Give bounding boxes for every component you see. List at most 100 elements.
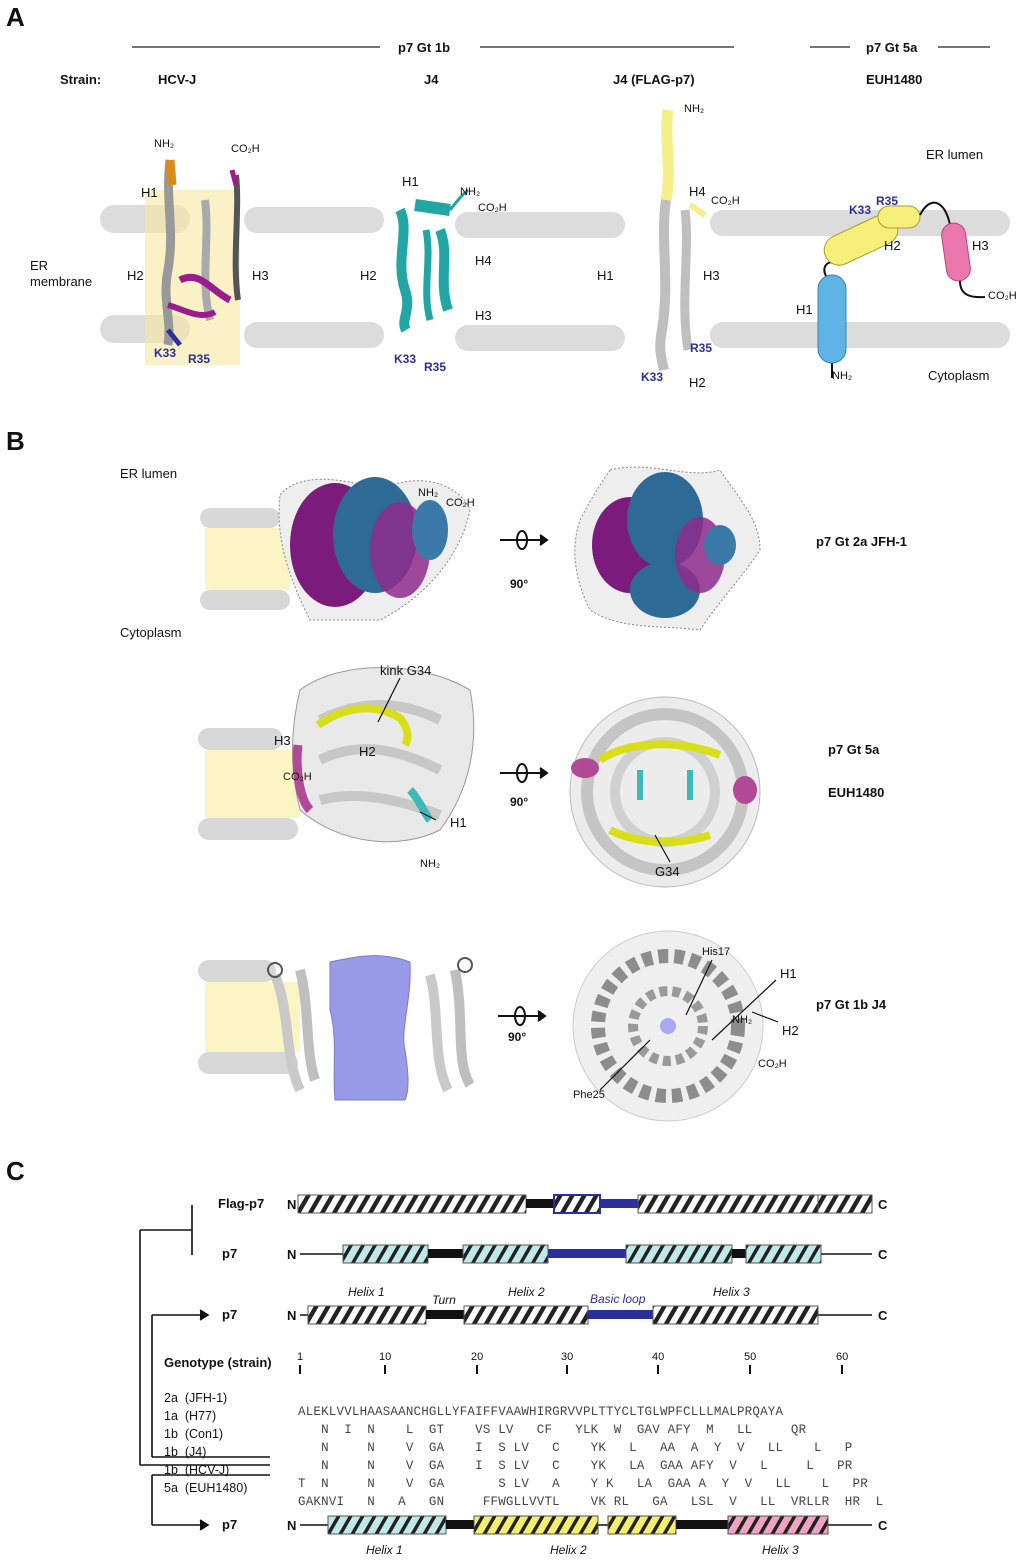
c-term-3: C — [878, 1308, 888, 1323]
j4-side-view — [267, 955, 475, 1101]
j4-top-view — [572, 930, 764, 1122]
pos-50: 50 — [744, 1351, 757, 1363]
p7-label-2: p7 — [222, 1307, 238, 1322]
euh-r35: R35 — [876, 194, 899, 208]
rotation-label-2: 90° — [510, 795, 529, 809]
hcvj-structure — [145, 159, 241, 365]
seq-residues: ALEKLVVLHAASAANCHGLLYFAIFFVAAWHIRGRVVPLT… — [298, 1405, 784, 1419]
rotation-arrows — [498, 530, 549, 1026]
euh1480-side-view — [292, 667, 475, 843]
helix2-label: Helix 2 — [508, 1285, 545, 1299]
seq-row-h77: 1a (H77) N I N L GT VS LV CF YLK W GAV A… — [164, 1395, 806, 1437]
panel-b-membranes — [198, 508, 300, 1074]
flag-p7-topology — [297, 1194, 873, 1214]
p7-label-3: p7 — [222, 1517, 238, 1532]
euh-h3: H3 — [972, 238, 989, 253]
n-term-4: N — [287, 1518, 297, 1533]
phe25-label: Phe25 — [573, 1089, 605, 1101]
euh-b-h3: H3 — [274, 733, 291, 748]
euh-b-h1: H1 — [450, 815, 467, 830]
pos-1: 1 — [297, 1351, 304, 1363]
seq-label: 1b (J4) — [164, 1445, 207, 1459]
panel-b-letter: B — [6, 426, 25, 456]
row1-label: p7 Gt 2a JFH-1 — [816, 534, 908, 549]
strain-label: Strain: — [60, 72, 102, 87]
strain-hcvj: HCV-J — [158, 72, 197, 87]
j4-b-co2h: CO₂H — [758, 1058, 787, 1070]
p7-bw-topology — [300, 1305, 872, 1325]
c-term-4: C — [878, 1518, 888, 1533]
seq-row-j4: 1b (J4) N N V GA I S LV C YK LA GAA AFY … — [164, 1431, 852, 1473]
pos-60: 60 — [836, 1351, 849, 1363]
jfh1-nh2: NH₂ — [418, 487, 439, 499]
strain-j4-flag: J4 (FLAG-p7) — [613, 72, 695, 87]
seq-label: 5a (EUH1480) — [164, 1481, 248, 1495]
j4flag-k33: K33 — [641, 370, 664, 384]
helix3-label-bottom: Helix 3 — [762, 1543, 799, 1557]
g34-label: G34 — [655, 864, 680, 879]
euh1480-top-view — [569, 696, 761, 888]
group-label-5a: p7 Gt 5a — [866, 40, 918, 55]
j4flag-co2h: CO₂H — [711, 195, 740, 207]
basic-loop-label: Basic loop — [590, 1292, 646, 1306]
n-term-2: N — [287, 1247, 297, 1262]
j4-b-h2: H2 — [782, 1023, 799, 1038]
hcvj-k33: K33 — [154, 346, 177, 360]
c-term-1: C — [878, 1197, 888, 1212]
euh-h2: H2 — [884, 238, 901, 253]
pos-10: 10 — [379, 1351, 392, 1363]
seq-residues: N I N L GT VS LV CF YLK W GAV AFY M LL Q… — [298, 1423, 807, 1437]
pos-30: 30 — [561, 1351, 574, 1363]
pos-40: 40 — [652, 1351, 665, 1363]
seq-row-jfh1: 2a (JFH-1) ALEKLVVLHAASAANCHGLLYFAIFFVAA… — [164, 1377, 783, 1419]
j4flag-nh2: NH₂ — [684, 103, 705, 115]
hcvj-h3: H3 — [252, 268, 269, 283]
euh1480-cartoon — [817, 201, 986, 378]
j4flag-h2: H2 — [689, 375, 706, 390]
n-term-3: N — [287, 1308, 297, 1323]
j4-structure — [395, 188, 469, 333]
seq-label: 2a (JFH-1) — [164, 1391, 228, 1405]
j4flag-h3: H3 — [703, 268, 720, 283]
cytoplasm-label-a: Cytoplasm — [928, 368, 990, 383]
pos-20: 20 — [471, 1351, 484, 1363]
helix1-label: Helix 1 — [348, 1285, 385, 1299]
genotype-header: Genotype (strain) — [164, 1355, 272, 1370]
p7-teal-topology — [300, 1244, 872, 1264]
rotation-label-3: 90° — [508, 1030, 527, 1044]
er-membrane-label: ER membrane — [30, 258, 93, 289]
his17-label: His17 — [702, 946, 731, 958]
row2-label-2: EUH1480 — [828, 785, 885, 800]
p7-5a-topology — [300, 1515, 872, 1535]
hcvj-co2h: CO₂H — [231, 143, 260, 155]
j4-h1: H1 — [402, 174, 419, 189]
j4-h3: H3 — [475, 308, 492, 323]
euh-b-co2h: CO₂H — [283, 771, 312, 783]
j4-flag-structure — [655, 109, 707, 372]
hcvj-h2: H2 — [127, 268, 144, 283]
helix3-label: Helix 3 — [713, 1285, 750, 1299]
row3-label: p7 Gt 1b J4 — [816, 997, 887, 1012]
j4-h2: H2 — [360, 268, 377, 283]
j4-b-h1: H1 — [780, 966, 797, 981]
seq-row-euh1480: 5a (EUH1480) GAKNVI N A GN FFWGLLVVTL VK… — [164, 1467, 883, 1509]
jfh1-side-view — [278, 477, 471, 621]
panel-a-letter: A — [6, 2, 25, 32]
seq-residues: T N N V GA S LV A Y K LA GAA A Y V LL L … — [298, 1477, 868, 1491]
jfh1-co2h: CO₂H — [446, 497, 475, 509]
hcvj-nh2: NH₂ — [154, 138, 175, 150]
turn-label: Turn — [432, 1293, 456, 1307]
n-term-1: N — [287, 1197, 297, 1212]
seq-label: 1b (Con1) — [164, 1427, 224, 1441]
er-lumen-label-b: ER lumen — [120, 466, 178, 481]
panel-c-letter: C — [6, 1156, 25, 1186]
seq-row-hcvj: 1b (HCV-J) T N N V GA S LV A Y K LA GAA … — [164, 1449, 868, 1491]
euh-nh2: NH₂ — [832, 370, 853, 382]
euh-h1: H1 — [796, 302, 813, 317]
j4-r35: R35 — [424, 360, 447, 374]
j4-k33: K33 — [394, 352, 417, 366]
panel-c-tree — [139, 1205, 270, 1531]
row2-label-1: p7 Gt 5a — [828, 742, 880, 757]
euh-b-h2: H2 — [359, 744, 376, 759]
